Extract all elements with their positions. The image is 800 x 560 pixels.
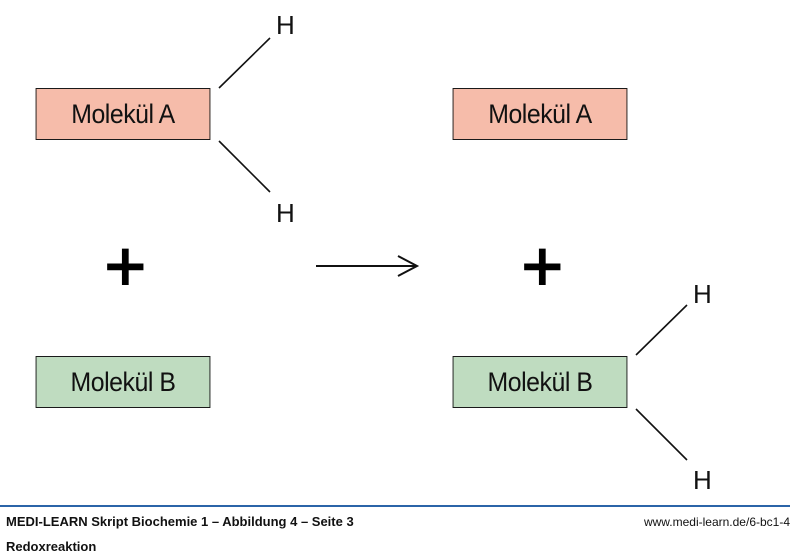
reactant-a-hydrogen-top: H	[276, 10, 295, 40]
bond-b-bottom	[635, 408, 688, 461]
product-molecule-a-label: Molekül A	[488, 98, 592, 129]
reaction-arrow	[316, 255, 420, 277]
bond-lines	[218, 37, 688, 461]
bond-a-top	[218, 37, 271, 89]
footer-caption: Redoxreaktion	[6, 539, 97, 554]
bond-a-bottom	[218, 140, 271, 193]
product-molecule-b: Molekül B	[452, 356, 628, 408]
product-molecule-a: Molekül A	[452, 88, 628, 140]
reactant-molecule-b-label: Molekül B	[70, 366, 176, 397]
product-plus-sign: +	[518, 231, 567, 299]
product-molecule-b-label: Molekül B	[487, 366, 593, 397]
footer-source: MEDI-LEARN Skript Biochemie 1 – Abbildun…	[6, 514, 354, 529]
reactant-molecule-a: Molekül A	[35, 88, 211, 140]
footer-url[interactable]: www.medi-learn.de/6-bc1-4	[643, 515, 790, 529]
reactant-plus-sign: +	[101, 231, 150, 299]
reactant-molecule-b: Molekül B	[35, 356, 211, 408]
product-b-hydrogen-bottom: H	[693, 465, 712, 495]
reactant-a-hydrogen-bottom: H	[276, 198, 295, 228]
bond-b-top	[635, 304, 688, 356]
footer-rule	[0, 505, 790, 507]
reactant-molecule-a-label: Molekül A	[71, 98, 175, 129]
product-b-hydrogen-top: H	[693, 279, 712, 309]
